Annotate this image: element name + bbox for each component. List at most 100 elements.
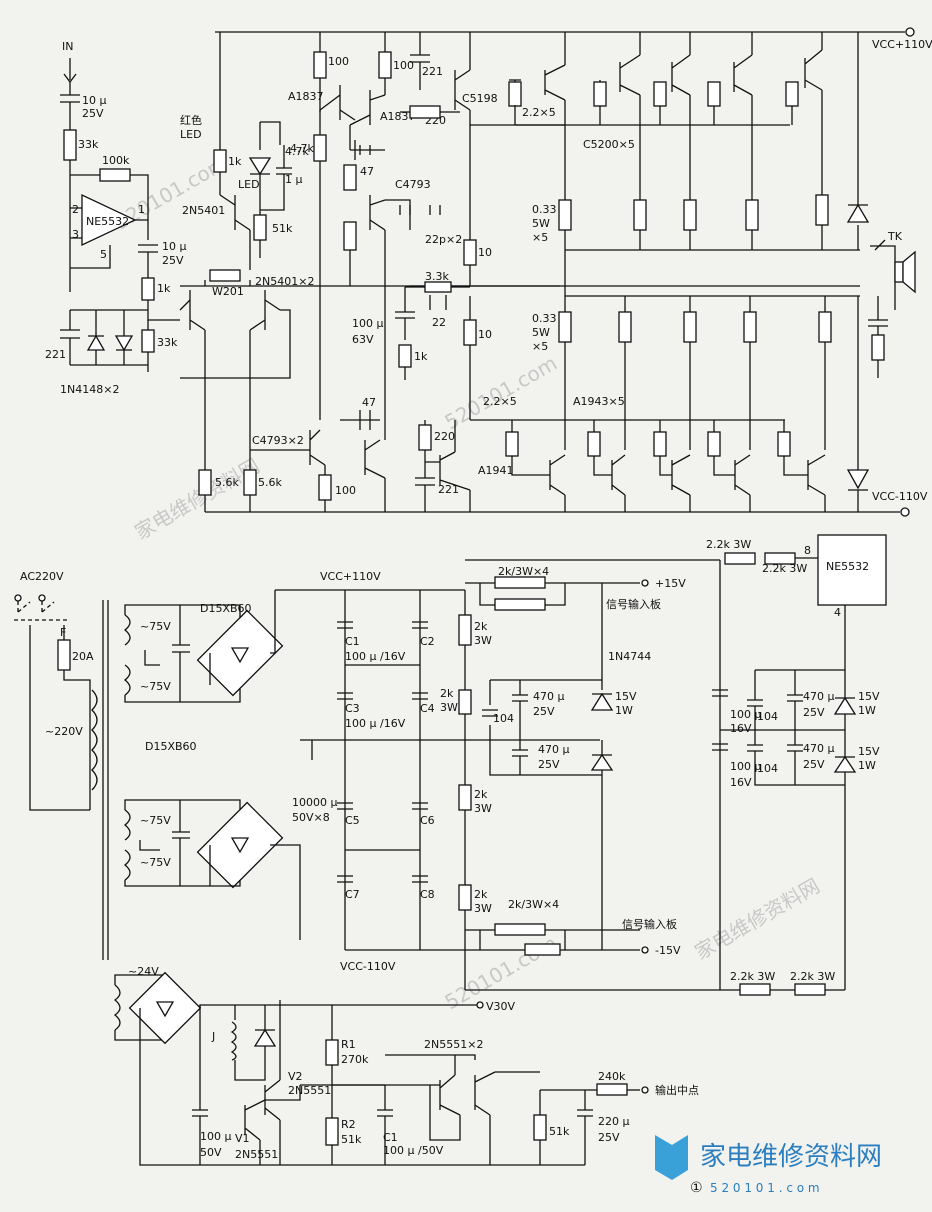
svg-text:100k: 100k [102,154,130,167]
svg-text:100: 100 [328,55,349,68]
svg-text:1k: 1k [414,350,428,363]
fuse-icon [57,639,71,671]
svg-text:15V: 15V [858,745,880,758]
svg-text:5.6k: 5.6k [215,476,239,489]
svg-text:2.2k 3W: 2.2k 3W [730,970,775,983]
svg-text:2.2×5: 2.2×5 [522,106,556,119]
svg-text:25V: 25V [82,107,104,120]
svg-text:25V: 25V [538,758,560,771]
svg-text:1 µ: 1 µ [285,173,303,186]
svg-text:5: 5 [100,248,107,261]
svg-text:1: 1 [138,203,145,216]
svg-text:10: 10 [478,328,492,341]
svg-text:A1837: A1837 [380,110,416,123]
watermark-brand: 家电维修资料网 [131,454,264,545]
svg-text:2N5401×2: 2N5401×2 [255,275,314,288]
opamp-ne5532 [81,193,137,247]
svg-text:1W: 1W [858,704,876,717]
svg-text:C5: C5 [345,814,360,827]
svg-text:220 µ: 220 µ [598,1115,630,1128]
svg-text:2.2k 3W: 2.2k 3W [762,562,807,575]
svg-text:4.7k: 4.7k [290,142,314,155]
svg-text:V1: V1 [235,1132,250,1145]
svg-text:V2: V2 [288,1070,303,1083]
svg-text:2k: 2k [474,788,488,801]
svg-text:3W: 3W [440,701,458,714]
svg-text:25V: 25V [803,758,825,771]
svg-text:~75V: ~75V [140,680,171,693]
svg-text:D15XB60: D15XB60 [145,740,197,753]
svg-text:4: 4 [834,606,841,619]
svg-text:C4793×2: C4793×2 [252,434,304,447]
svg-text:2N5551: 2N5551 [235,1148,278,1161]
svg-text:~24V: ~24V [128,965,159,978]
svg-text:①: ① [690,1180,703,1196]
svg-text:51k: 51k [272,222,293,235]
svg-text:VCC+110V: VCC+110V [872,38,932,51]
svg-text:~75V: ~75V [140,814,171,827]
svg-text:2k: 2k [474,888,488,901]
svg-text:1N4744: 1N4744 [608,650,651,663]
svg-text:470 µ: 470 µ [803,742,835,755]
svg-text:15V: 15V [615,690,637,703]
svg-text:~75V: ~75V [140,620,171,633]
svg-text:8: 8 [804,544,811,557]
svg-text:51k: 51k [549,1125,570,1138]
svg-text:VCC-110V: VCC-110V [872,490,928,503]
svg-text:AC220V: AC220V [20,570,64,583]
svg-text:C2: C2 [420,635,435,648]
svg-text:家电维修资料网: 家电维修资料网 [700,1142,882,1172]
speaker-protection-section: ~24V V30V 100 µ 50V J V2 2N5551 V1 2N555… [113,965,699,1166]
svg-text:10 µ: 10 µ [162,240,187,253]
svg-text:C6: C6 [420,814,435,827]
svg-text:2.2k 3W: 2.2k 3W [790,970,835,983]
svg-text:VCC+110V: VCC+110V [320,570,381,583]
svg-text:100 µ: 100 µ [730,760,762,773]
svg-text:1N4148×2: 1N4148×2 [60,383,119,396]
svg-text:47: 47 [362,396,376,409]
book-logo-icon [655,1135,688,1180]
svg-text:25V: 25V [803,706,825,719]
svg-text:5.6k: 5.6k [258,476,282,489]
svg-text:2k/3W×4: 2k/3W×4 [508,898,559,911]
svg-text:2k: 2k [440,687,454,700]
power-amplifier-section: IN 10 µ 25V 33k 100k NE5532 2 3 1 5 10 µ… [45,27,932,517]
svg-text:16V: 16V [730,776,752,789]
svg-text:100 µ: 100 µ [730,708,762,721]
svg-text:×5: ×5 [532,231,548,244]
svg-text:104: 104 [493,712,514,725]
svg-text:C4: C4 [420,702,435,715]
watermark-brand: 家电维修资料网 [691,874,824,965]
svg-text:470 µ: 470 µ [538,743,570,756]
svg-text:100: 100 [335,484,356,497]
svg-text:+15V: +15V [655,577,686,590]
svg-text:5W: 5W [532,326,550,339]
svg-text:15V: 15V [858,690,880,703]
svg-text:5W: 5W [532,217,550,230]
svg-text:2N5401: 2N5401 [182,204,225,217]
svg-text:~75V: ~75V [140,856,171,869]
svg-text:10000 µ: 10000 µ [292,796,338,809]
svg-text:2N5551: 2N5551 [288,1084,331,1097]
svg-text:C1: C1 [345,635,360,648]
svg-text:VCC-110V: VCC-110V [340,960,396,973]
svg-text:2.2×5: 2.2×5 [483,395,517,408]
svg-text:63V: 63V [352,333,374,346]
svg-text:R2: R2 [341,1118,356,1131]
svg-text:100 µ: 100 µ [200,1130,232,1143]
svg-text:A1837: A1837 [288,90,324,103]
svg-text:20A: 20A [72,650,94,663]
svg-text:100 µ /16V: 100 µ /16V [345,650,406,663]
svg-text:470 µ: 470 µ [803,690,835,703]
svg-text:270k: 270k [341,1053,369,1066]
svg-text:2k: 2k [474,620,488,633]
svg-text:3W: 3W [474,902,492,915]
svg-text:NE5532: NE5532 [826,560,869,573]
svg-text:100 µ /50V: 100 µ /50V [383,1144,444,1157]
power-supply-section: AC220V F 20A ~220V ~75V ~75V D15XB60 D15… [14,534,887,996]
svg-text:~220V: ~220V [45,725,83,738]
svg-text:221: 221 [45,348,66,361]
svg-text:25V: 25V [162,254,184,267]
svg-text:220: 220 [434,430,455,443]
